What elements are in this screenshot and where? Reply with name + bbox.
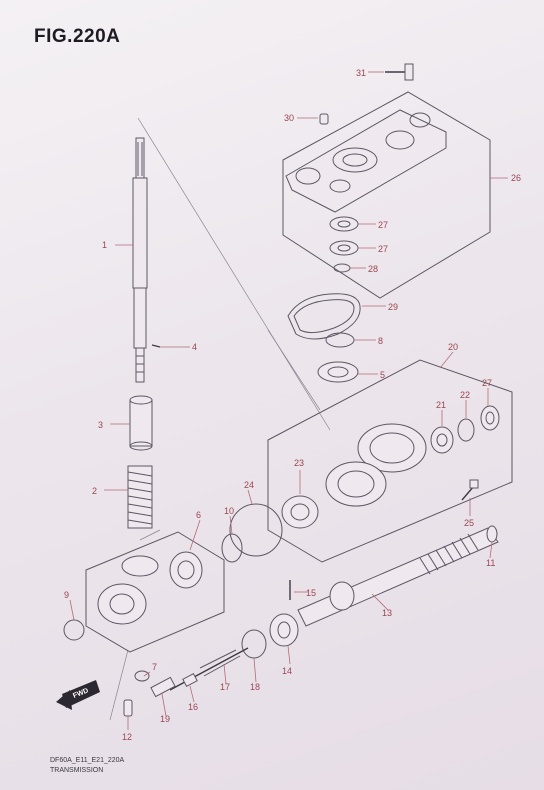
part-callout-29: 29 xyxy=(388,302,398,312)
spacer-ring xyxy=(457,418,475,442)
shift-rod xyxy=(169,647,249,691)
part-callout-8: 8 xyxy=(378,336,383,346)
part-callout-27: 27 xyxy=(378,244,388,254)
part-callout-13: 13 xyxy=(382,608,392,618)
part-callout-18: 18 xyxy=(250,682,260,692)
spring xyxy=(127,465,153,529)
forward-arrow-icon: FWD xyxy=(56,680,100,710)
part-callout-21: 21 xyxy=(436,400,446,410)
part-callout-16: 16 xyxy=(188,702,198,712)
part-callout-5: 5 xyxy=(380,370,385,380)
ball-bearing xyxy=(281,495,319,529)
reference-line xyxy=(137,117,331,431)
part-callout-11: 11 xyxy=(486,558,495,568)
bolt xyxy=(123,699,133,717)
part-callout-1: 1 xyxy=(102,240,107,250)
oil-seal xyxy=(317,361,359,383)
bearing xyxy=(329,216,359,232)
part-callout-14: 14 xyxy=(282,666,292,676)
o-ring xyxy=(221,533,243,563)
o-ring xyxy=(63,619,85,641)
part-callout-10: 10 xyxy=(224,506,234,516)
drive-shaft-bushing xyxy=(129,395,153,451)
part-callout-27: 27 xyxy=(482,378,492,388)
part-callout-17: 17 xyxy=(220,682,230,692)
seal-ring xyxy=(480,405,500,431)
part-callout-3: 3 xyxy=(98,420,103,430)
washer xyxy=(333,263,351,273)
o-ring xyxy=(325,332,355,348)
drawing-subtitle: TRANSMISSION xyxy=(50,767,104,774)
part-callout-12: 12 xyxy=(122,732,132,742)
part-callout-30: 30 xyxy=(284,113,294,123)
callout-layer: 3130262727282985143221222720232410625111… xyxy=(64,68,521,742)
part-callout-28: 28 xyxy=(368,264,378,274)
bearing xyxy=(329,240,359,256)
part-callout-19: 19 xyxy=(160,714,170,724)
clutch-dog xyxy=(150,676,176,698)
part-callout-25: 25 xyxy=(464,518,474,528)
part-callout-24: 24 xyxy=(244,480,254,490)
o-ring xyxy=(229,503,283,557)
part-callout-31: 31 xyxy=(356,68,366,78)
reference-line xyxy=(109,649,129,721)
drawing-code: DF60A_E11_E21_220A xyxy=(50,757,125,764)
reference-line xyxy=(267,329,321,411)
gear-case xyxy=(267,359,513,563)
dowel-pin xyxy=(319,113,329,125)
thrust-bearing xyxy=(269,613,299,647)
washer xyxy=(134,670,150,682)
drain-bolt xyxy=(461,479,479,501)
needle-bearing xyxy=(430,426,454,454)
bolt xyxy=(385,63,414,81)
part-callout-27: 27 xyxy=(378,220,388,230)
part-callout-26: 26 xyxy=(511,173,521,183)
figure-title: FIG.220A xyxy=(34,26,121,47)
thrust-washer xyxy=(241,629,267,659)
gear-housing xyxy=(85,531,225,653)
upper-housing xyxy=(282,91,491,299)
part-callout-6: 6 xyxy=(196,510,201,520)
drive-shaft xyxy=(132,137,148,383)
part-callout-20: 20 xyxy=(448,342,458,352)
part-callout-15: 15 xyxy=(306,588,316,598)
part-callout-22: 22 xyxy=(460,390,470,400)
part-callout-4: 4 xyxy=(192,342,197,352)
part-callout-23: 23 xyxy=(294,458,304,468)
part-callout-9: 9 xyxy=(64,590,69,600)
propeller-shaft xyxy=(297,525,499,627)
part-callout-2: 2 xyxy=(92,486,97,496)
shaft-pin xyxy=(151,344,161,348)
reference-line xyxy=(139,529,161,541)
gasket xyxy=(287,293,361,340)
part-callout-7: 7 xyxy=(152,662,157,672)
shift-plunger xyxy=(182,672,198,688)
